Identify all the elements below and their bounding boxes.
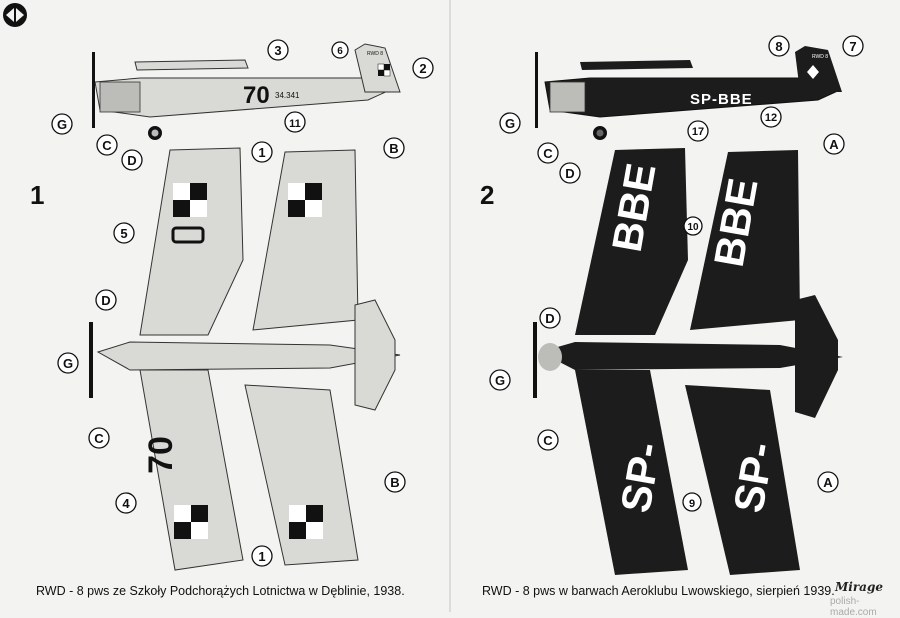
tail-text-dark: RWD 8 <box>812 54 828 60</box>
callout-c-side-2: C <box>543 146 553 161</box>
wing-roundel-upper-right <box>288 183 322 217</box>
callout-4: 4 <box>122 496 130 511</box>
callout-d-top-2: D <box>545 311 554 326</box>
callout-9: 9 <box>689 498 695 510</box>
serial-number: 34.341 <box>275 91 300 100</box>
callout-a-top: A <box>823 475 833 490</box>
watermark: polish-made.com <box>830 596 877 618</box>
callout-c-top-2: C <box>543 433 553 448</box>
wing-roundel-lower-right <box>289 505 323 539</box>
caption-panel-1: RWD - 8 pws ze Szkoły Podchorążych Lotni… <box>36 584 405 598</box>
tail-roundel <box>377 63 391 77</box>
top-view-dark <box>533 148 843 575</box>
callout-c-top: C <box>94 431 104 446</box>
panel-divider <box>449 0 451 612</box>
side-view-dark <box>535 46 842 140</box>
tail-emblem <box>807 65 819 79</box>
nav-arrows-icon[interactable] <box>2 2 28 28</box>
side-view-light <box>92 43 401 140</box>
callout-b-top: B <box>390 475 399 490</box>
callout-7: 7 <box>849 39 856 54</box>
callout-b-side: B <box>389 141 398 156</box>
callout-g-top-2: G <box>495 373 505 388</box>
callout-11: 11 <box>289 118 301 130</box>
wing-code: 70 <box>142 436 180 474</box>
wing-letter-box <box>171 226 205 244</box>
callout-1-top: 1 <box>258 145 265 160</box>
callout-10: 10 <box>687 222 699 233</box>
callout-12: 12 <box>765 112 777 124</box>
callout-g-side-2: G <box>505 116 515 131</box>
callout-1-bottom: 1 <box>258 549 265 564</box>
callout-5: 5 <box>120 226 127 241</box>
callout-g-top: G <box>63 356 73 371</box>
wing-roundel-upper-left <box>173 183 207 217</box>
panel-2-drawing: SP-BBE RWD 8 BBE BBE SP- SP- 8 7 12 17 <box>489 35 864 575</box>
callout-d-side: D <box>127 153 136 168</box>
panel-1-number: 1 <box>30 180 45 210</box>
mirage-logo: Mirage <box>835 580 883 594</box>
callout-8: 8 <box>775 39 782 54</box>
callout-17: 17 <box>692 126 704 138</box>
callout-d-top: D <box>101 293 110 308</box>
tail-text: RWD 8 <box>367 51 383 57</box>
callouts-panel-2 <box>489 35 864 512</box>
callout-a-side: A <box>829 137 839 152</box>
callout-3: 3 <box>274 43 281 58</box>
callout-2: 2 <box>419 61 426 76</box>
callout-g-side: G <box>57 117 67 132</box>
fuselage-registration: SP-BBE <box>690 91 753 108</box>
callouts-panel-1 <box>51 39 434 567</box>
callout-6: 6 <box>337 46 343 57</box>
caption-panel-2: RWD - 8 pws w barwach Aeroklubu Lwowskie… <box>482 584 835 598</box>
fuselage-code: 70 <box>243 82 270 109</box>
callout-d-side-2: D <box>565 166 574 181</box>
top-view-light <box>89 147 401 571</box>
callout-c-side: C <box>102 138 112 153</box>
panel-2-number: 2 <box>480 180 495 210</box>
panel-1-drawing: 70 34.341 RWD 8 70 <box>51 39 434 571</box>
wing-roundel-lower-left <box>174 505 208 539</box>
